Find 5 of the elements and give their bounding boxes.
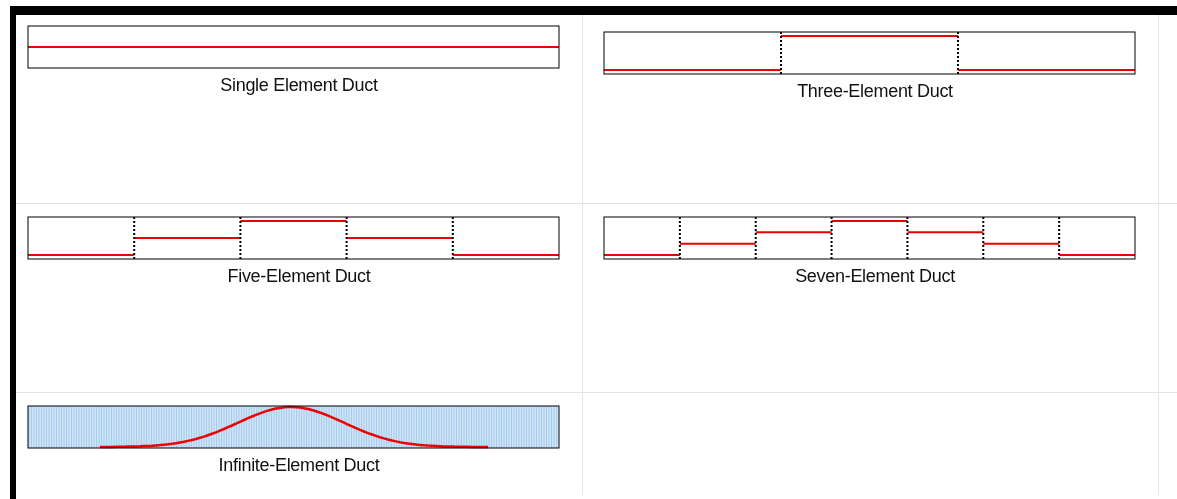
duct-caption: Five-Element Duct <box>227 266 371 286</box>
duct-caption: Seven-Element Duct <box>795 266 955 286</box>
duct-caption: Single Element Duct <box>220 75 378 95</box>
duct-caption: Infinite-Element Duct <box>218 455 380 475</box>
duct-caption: Three-Element Duct <box>797 81 953 101</box>
